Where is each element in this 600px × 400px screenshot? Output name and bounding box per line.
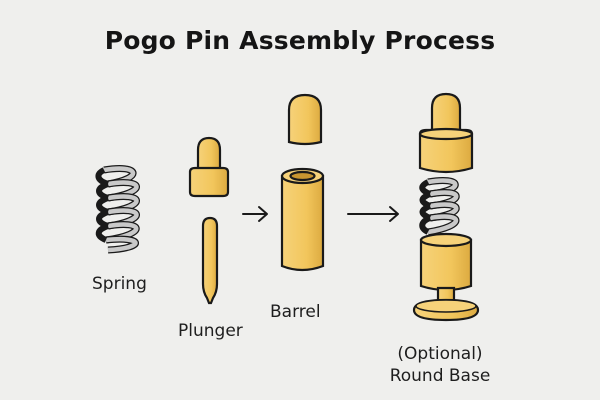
barrel-cap [287, 93, 323, 146]
label-base-optional: (Optional) [397, 344, 483, 364]
plunger-cap [188, 136, 230, 198]
label-base-name: Round Base [389, 366, 491, 386]
diagram-title: Pogo Pin Assembly Process [104, 26, 496, 55]
label-spring: Spring [92, 274, 147, 294]
spring-part [95, 165, 140, 254]
arrow-plunger-to-barrel [242, 206, 268, 222]
assembled-pogo-pin [412, 92, 480, 322]
label-barrel: Barrel [270, 302, 321, 322]
barrel-tube [280, 167, 325, 272]
label-round-base: (Optional) Round Base [380, 343, 500, 387]
label-plunger: Plunger [178, 321, 243, 341]
plunger-rod [201, 216, 219, 305]
arrow-barrel-to-assembly [347, 206, 399, 222]
